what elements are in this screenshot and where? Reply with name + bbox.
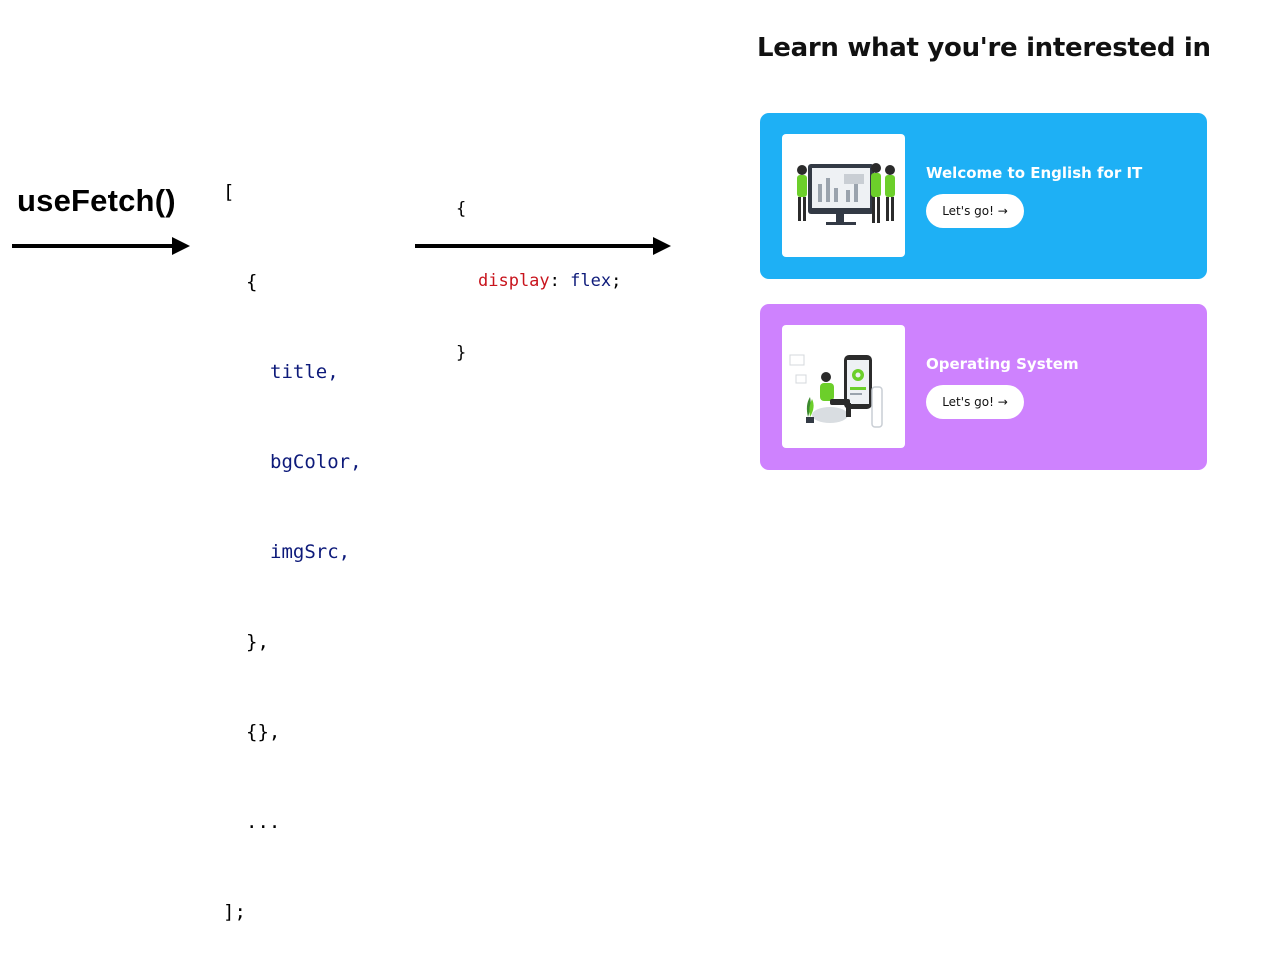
css-value: flex bbox=[570, 271, 612, 291]
course-card-english[interactable]: Welcome to English for IT Let's go! → bbox=[760, 113, 1207, 279]
arrow-to-page bbox=[415, 237, 671, 255]
code-field-bgcolor: bgColor, bbox=[270, 451, 362, 473]
css-code: { display: flex; } bbox=[456, 149, 621, 389]
page-heading: Learn what you're interested in bbox=[757, 33, 1211, 63]
css-declaration: display: flex; bbox=[456, 269, 621, 293]
code-field-title: title, bbox=[270, 361, 339, 383]
lets-go-button[interactable]: Let's go! → bbox=[926, 385, 1024, 419]
data-array-code: [ { title, bgColor, imgSrc, }, {}, ... ]… bbox=[223, 117, 362, 957]
code-close-bracket: ]; bbox=[223, 901, 246, 923]
course-card-operating-system[interactable]: Operating System Let's go! → bbox=[760, 304, 1207, 470]
css-semicolon: ; bbox=[611, 271, 622, 291]
css-close-brace: } bbox=[456, 343, 467, 363]
code-ellipsis: ... bbox=[246, 811, 281, 833]
code-empty-object: {}, bbox=[246, 721, 281, 743]
code-open-brace: { bbox=[246, 271, 258, 293]
code-open-bracket: [ bbox=[223, 181, 235, 203]
card-title: Operating System bbox=[926, 355, 1079, 373]
css-open-brace: { bbox=[456, 199, 467, 219]
code-field-imgsrc: imgSrc, bbox=[270, 541, 351, 563]
use-fetch-label: useFetch() bbox=[17, 183, 176, 218]
man-with-phone-illustration bbox=[782, 325, 905, 448]
card-title: Welcome to English for IT bbox=[926, 164, 1143, 182]
lets-go-button[interactable]: Let's go! → bbox=[926, 194, 1024, 228]
people-with-monitor-illustration bbox=[782, 134, 905, 257]
css-property: display bbox=[478, 271, 550, 291]
css-colon: : bbox=[549, 271, 560, 291]
arrow-to-data bbox=[12, 237, 190, 255]
code-close-brace: }, bbox=[246, 631, 269, 653]
